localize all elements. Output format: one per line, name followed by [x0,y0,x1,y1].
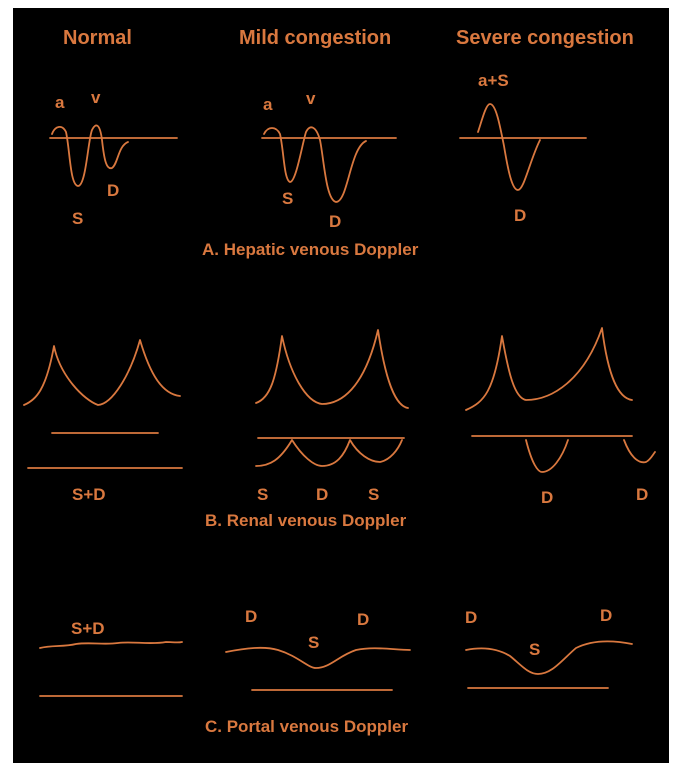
renal-mild-d-label: D [316,485,329,504]
portal-mild-d2-label: D [357,610,370,629]
portal-severe-s-label: S [529,640,541,659]
column-header-normal: Normal [63,27,132,49]
renal-section-title: B. Renal venous Doppler [205,511,407,530]
portal-mild-s-label: S [308,633,320,652]
hepatic-normal-trace [51,124,129,187]
portal-severe-trace [465,640,633,675]
renal-severe-trace [465,327,633,411]
portal-mild-trace [225,646,411,669]
portal-mild-waveform [225,646,411,691]
renal-normal-sd-label: S+D [72,485,106,504]
hepatic-section-title: A. Hepatic venous Doppler [202,240,419,259]
hepatic-severe-as-label: a+S [478,71,509,90]
renal-mild-trace-below [255,439,403,467]
portal-normal-waveform [39,641,183,697]
portal-severe-d1-label: D [465,608,478,627]
renal-normal-trace [23,339,181,406]
renal-severe-waveform [465,327,656,473]
renal-severe-d1-label: D [541,488,554,507]
hepatic-normal-waveform [49,124,178,187]
hepatic-mild-a-label: a [263,95,273,114]
renal-mild-s1-label: S [257,485,269,504]
hepatic-mild-waveform [261,126,397,203]
hepatic-normal-v-label: v [91,88,101,107]
portal-section-title: C. Portal venous Doppler [205,717,409,736]
hepatic-severe-waveform [459,103,587,191]
portal-mild-d1-label: D [245,607,258,626]
renal-mild-trace [255,329,409,409]
renal-mild-waveform [255,329,409,467]
renal-severe-trace-below [525,439,656,473]
hepatic-mild-d-label: D [329,212,342,231]
hepatic-mild-v-label: v [306,89,316,108]
portal-normal-trace [39,641,183,649]
hepatic-normal-a-label: a [55,93,65,112]
hepatic-normal-d-label: D [107,181,120,200]
column-header-severe: Severe congestion [456,27,634,49]
portal-normal-sd-label: S+D [71,619,105,638]
figure-panel [13,8,669,763]
hepatic-mild-trace [263,126,367,203]
column-header-mild: Mild congestion [239,27,392,49]
hepatic-severe-d-label: D [514,206,527,225]
renal-normal-waveform [23,339,183,469]
hepatic-mild-s-label: S [282,189,294,208]
portal-severe-d2-label: D [600,606,613,625]
portal-severe-waveform [465,640,633,689]
hepatic-severe-trace [477,103,541,191]
renal-severe-d2-label: D [636,485,649,504]
hepatic-normal-s-label: S [72,209,84,228]
renal-mild-s2-label: S [368,485,380,504]
